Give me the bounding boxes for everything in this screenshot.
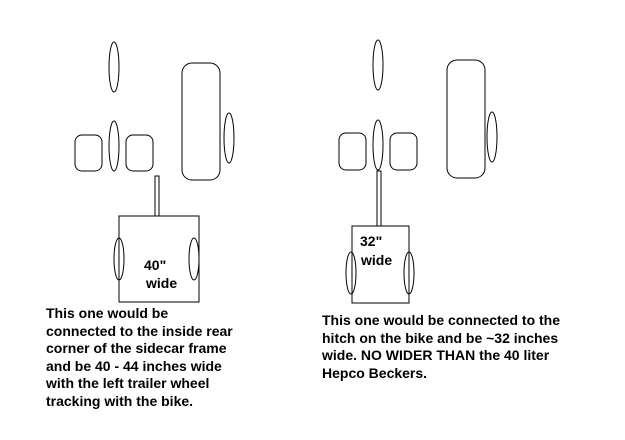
left-bike-rear-wheel <box>108 120 120 172</box>
right-width-label-line1: 32" <box>360 233 382 249</box>
left-caption: This one would be connected to the insid… <box>46 305 311 410</box>
caption-line: Hepco Beckers. <box>322 364 428 381</box>
right-left-pannier <box>338 132 367 171</box>
left-trailer-left-wheel <box>113 237 125 281</box>
right-trailer-left-wheel <box>345 251 357 295</box>
left-sidecar-body <box>181 62 221 181</box>
left-right-pannier <box>125 134 154 172</box>
left-hitch-bar <box>154 175 160 217</box>
caption-line: tracking with the bike. <box>46 392 194 409</box>
left-left-pannier <box>74 134 103 172</box>
caption-line: This one would be connected to the <box>322 312 561 328</box>
caption-line: and be 40 - 44 inches wide <box>46 357 222 374</box>
right-hitch-bar <box>376 170 382 227</box>
right-bike-rear-wheel <box>372 119 384 171</box>
left-width-label-line2: wide <box>145 275 177 291</box>
right-right-pannier <box>389 132 418 171</box>
left-bike-front-wheel <box>108 41 120 93</box>
right-bike-front-wheel <box>372 39 384 91</box>
caption-line: This one would be <box>46 305 169 321</box>
right-trailer-box <box>351 225 410 304</box>
right-assembly <box>338 39 498 304</box>
caption-line: corner of the sidecar frame <box>46 340 227 356</box>
left-trailer-right-wheel <box>188 237 200 281</box>
caption-line: hitch on the bike and be ~32 inches <box>322 329 559 346</box>
left-assembly <box>74 41 235 303</box>
right-caption: This one would be connected to the hitch… <box>322 312 612 382</box>
caption-line: with the left trailer wheel <box>46 375 210 391</box>
left-sidecar-wheel <box>223 112 235 164</box>
left-width-label-line1: 40" <box>144 257 166 273</box>
right-sidecar-wheel <box>486 111 498 163</box>
caption-line: wide. NO WIDER THAN the 40 liter <box>322 347 550 363</box>
caption-line: connected to the inside rear <box>46 322 233 339</box>
right-trailer-right-wheel <box>403 251 415 295</box>
right-width-label-line2: wide <box>360 252 392 268</box>
right-sidecar-body <box>446 59 486 179</box>
